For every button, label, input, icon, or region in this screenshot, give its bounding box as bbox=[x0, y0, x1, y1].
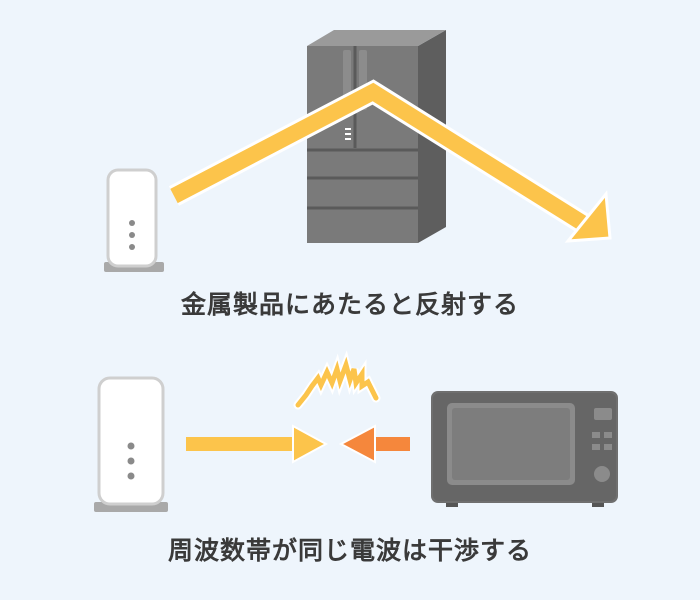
reflection-scene bbox=[104, 30, 612, 272]
collision-spark-icon bbox=[293, 350, 381, 410]
reflected-signal-arrow bbox=[168, 79, 612, 243]
router-bottom-icon bbox=[94, 376, 168, 512]
router-signal-arrow bbox=[186, 424, 329, 464]
router-top-icon bbox=[104, 168, 164, 272]
interference-caption: 周波数帯が同じ電波は干渉する bbox=[167, 536, 532, 565]
microwave-signal-arrow bbox=[338, 424, 410, 464]
reflection-caption: 金属製品にあたると反射する bbox=[180, 290, 519, 319]
interference-scene bbox=[94, 350, 618, 512]
microwave-oven-icon bbox=[431, 391, 618, 507]
